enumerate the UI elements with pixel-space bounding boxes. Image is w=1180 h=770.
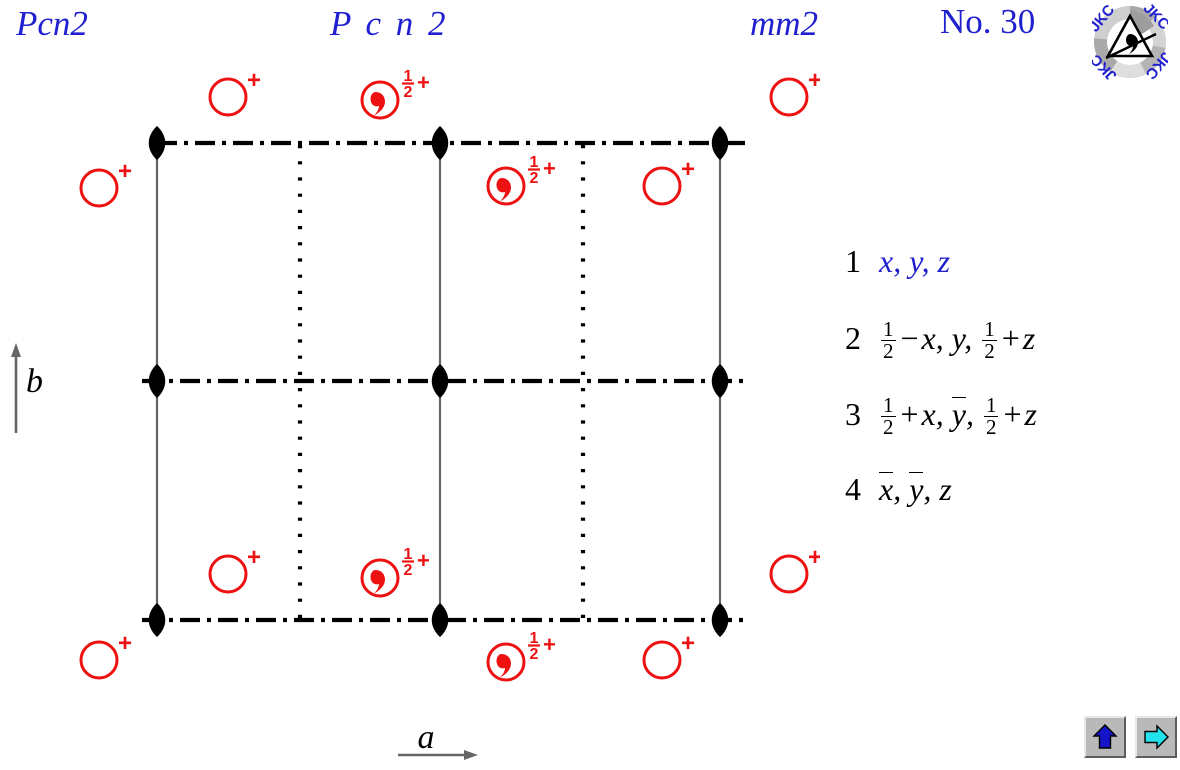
coordinate-index: 2 <box>845 319 861 356</box>
atom-height-label: + <box>118 158 132 185</box>
atom-height-label: + <box>681 156 695 183</box>
atom-height-denominator: 2 <box>404 84 413 101</box>
atom-height-denominator: 2 <box>404 562 413 579</box>
two-fold-axis-lens <box>711 126 729 160</box>
atom-plain: + <box>79 158 132 208</box>
comma-glyph <box>370 570 385 594</box>
coordinate-index: 3 <box>845 395 861 432</box>
atom-comma: 12+ <box>486 630 556 682</box>
atom-height-numerator: 1 <box>404 68 413 85</box>
atom-height-label: + <box>118 630 132 657</box>
right-arrow-icon <box>1144 724 1169 750</box>
axis-b-arrowhead <box>11 343 21 357</box>
atom-circle <box>486 642 526 682</box>
two-fold-axis-lens <box>431 126 449 160</box>
nav-up-button[interactable] <box>1084 716 1126 758</box>
atom-comma: 12+ <box>486 154 556 206</box>
space-group-short-symbol: Pcn2 <box>16 4 88 43</box>
atom-height-numerator: 1 <box>404 546 413 563</box>
coordinate-expression: x, y, z <box>879 243 951 279</box>
comma-glyph <box>496 654 511 678</box>
atom-circle <box>642 166 682 206</box>
two-fold-axis-lens <box>711 603 729 637</box>
atom-circle <box>208 77 248 117</box>
atom-height-label: + <box>247 67 261 94</box>
atom-height-label: + <box>247 544 261 571</box>
atom-height-plus: + <box>417 548 430 573</box>
two-fold-axis-lens <box>148 126 166 160</box>
atom-plain: + <box>208 67 261 117</box>
coordinate-index: 1 <box>845 243 861 279</box>
atom-circle <box>642 640 682 680</box>
atom-plain: + <box>208 544 261 594</box>
atom-circle <box>79 168 119 208</box>
two-fold-axis-lens <box>431 364 449 398</box>
comma-glyph <box>496 178 511 202</box>
jkc-logo: JKC JKC JKC JKC <box>1092 4 1168 80</box>
two-fold-axis-lens <box>431 603 449 637</box>
atom-comma: 12+ <box>360 68 430 120</box>
atom-circle <box>769 554 809 594</box>
space-group-full-symbol: P c n 2 <box>330 4 449 43</box>
atom-height-numerator: 1 <box>530 154 539 171</box>
two-fold-axis-lens <box>148 603 166 637</box>
atom-height-label: + <box>808 67 820 94</box>
atom-height-label: + <box>808 544 820 571</box>
two-fold-axis-lens <box>148 364 166 398</box>
atom-plain: + <box>769 544 820 594</box>
atom-circle <box>486 166 526 206</box>
atom-height-plus: + <box>543 632 556 657</box>
atom-height-denominator: 2 <box>530 170 539 187</box>
atom-plain: + <box>769 67 820 117</box>
n-glide-lines <box>142 140 745 623</box>
axis-b-label: b <box>26 363 43 400</box>
atom-plain: + <box>79 630 132 680</box>
point-group-symbol: mm2 <box>750 4 819 43</box>
atom-height-denominator: 2 <box>530 646 539 663</box>
atom-plain: + <box>642 630 695 680</box>
coordinate-index: 4 <box>845 471 861 507</box>
two-fold-axis-lens <box>711 364 729 398</box>
axis-indicators: b a <box>11 343 478 760</box>
coordinate-row: 1 x, y, z <box>845 243 1165 319</box>
comma-glyph <box>370 92 385 116</box>
atom-height-numerator: 1 <box>530 630 539 647</box>
atom-comma: 12+ <box>360 546 430 598</box>
nav-right-button[interactable] <box>1135 716 1177 758</box>
space-group-diagram: +12++12++++12++12+++ b a <box>11 67 820 760</box>
navigation-buttons <box>1084 716 1177 758</box>
atom-circle <box>360 558 400 598</box>
atom-circle <box>769 77 809 117</box>
atom-height-label: + <box>681 630 695 657</box>
space-group-number: No. 30 <box>940 2 1036 41</box>
axis-a-label: a <box>418 719 435 756</box>
atom-circle <box>360 80 400 120</box>
atom-plain: + <box>642 156 695 206</box>
atom-circle <box>208 554 248 594</box>
atom-positions: +12++12++++12++12+++ <box>79 67 820 682</box>
coordinate-row: 4 x, y, z <box>845 471 1165 547</box>
atom-circle <box>79 640 119 680</box>
atom-height-plus: + <box>417 70 430 95</box>
two-fold-axes <box>148 126 729 637</box>
coordinate-expression: x, y, z <box>879 471 952 507</box>
atom-height-plus: + <box>543 156 556 181</box>
axis-a-arrowhead <box>464 750 478 760</box>
up-arrow-icon <box>1092 724 1118 749</box>
